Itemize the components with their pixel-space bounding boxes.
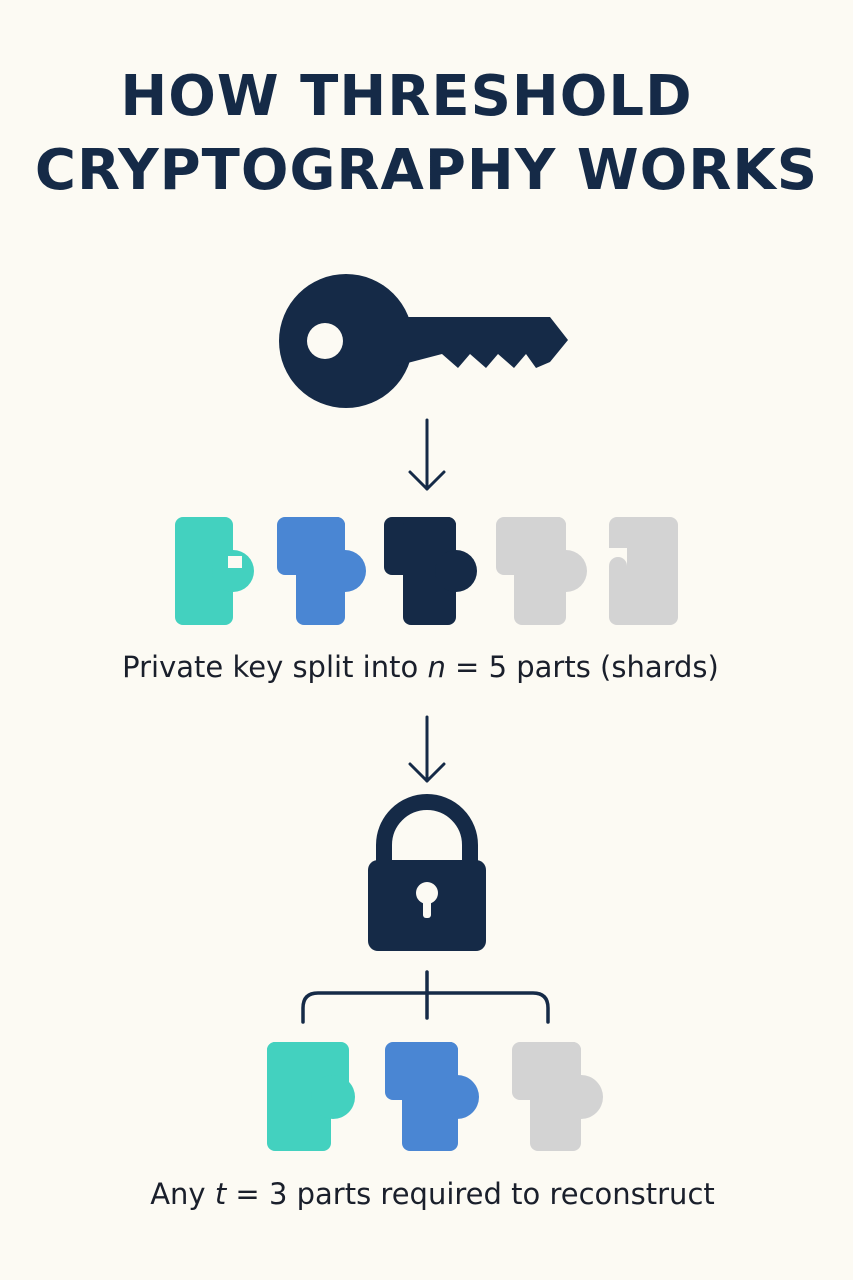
split-caption: Private key split into n = 5 parts (shar… <box>0 650 847 684</box>
split-caption-variable: n <box>427 650 446 684</box>
split-caption-before: Private key split into <box>122 650 428 684</box>
puzzle-shard-icon <box>385 1042 479 1151</box>
puzzle-shard-icon <box>512 1042 603 1151</box>
arrow-down-icon <box>408 418 446 491</box>
split-caption-after: = 5 parts (shards) <box>445 650 719 684</box>
padlock-icon <box>368 794 486 951</box>
puzzle-shard-icon <box>384 517 477 625</box>
key-icon <box>279 274 568 408</box>
shard-row-n <box>175 517 678 625</box>
threshold-caption: Any t = 3 parts required to reconstruct <box>6 1177 853 1211</box>
title-line-1: HOW THRESHOLD <box>120 64 693 129</box>
threshold-caption-variable: t <box>214 1177 227 1211</box>
puzzle-shard-icon <box>175 517 254 625</box>
connector-bracket <box>301 970 550 1024</box>
puzzle-shard-icon <box>277 517 366 625</box>
arrow-down-icon <box>408 715 446 783</box>
puzzle-shard-icon <box>496 517 587 625</box>
title-line-2: CRYPTOGRAPHY WORKS <box>34 138 819 203</box>
puzzle-shard-icon <box>609 517 678 625</box>
puzzle-shard-icon <box>267 1042 355 1151</box>
shard-row-t <box>267 1042 603 1151</box>
threshold-caption-before: Any <box>150 1177 215 1211</box>
threshold-caption-after: = 3 parts required to reconstruct <box>226 1177 715 1211</box>
